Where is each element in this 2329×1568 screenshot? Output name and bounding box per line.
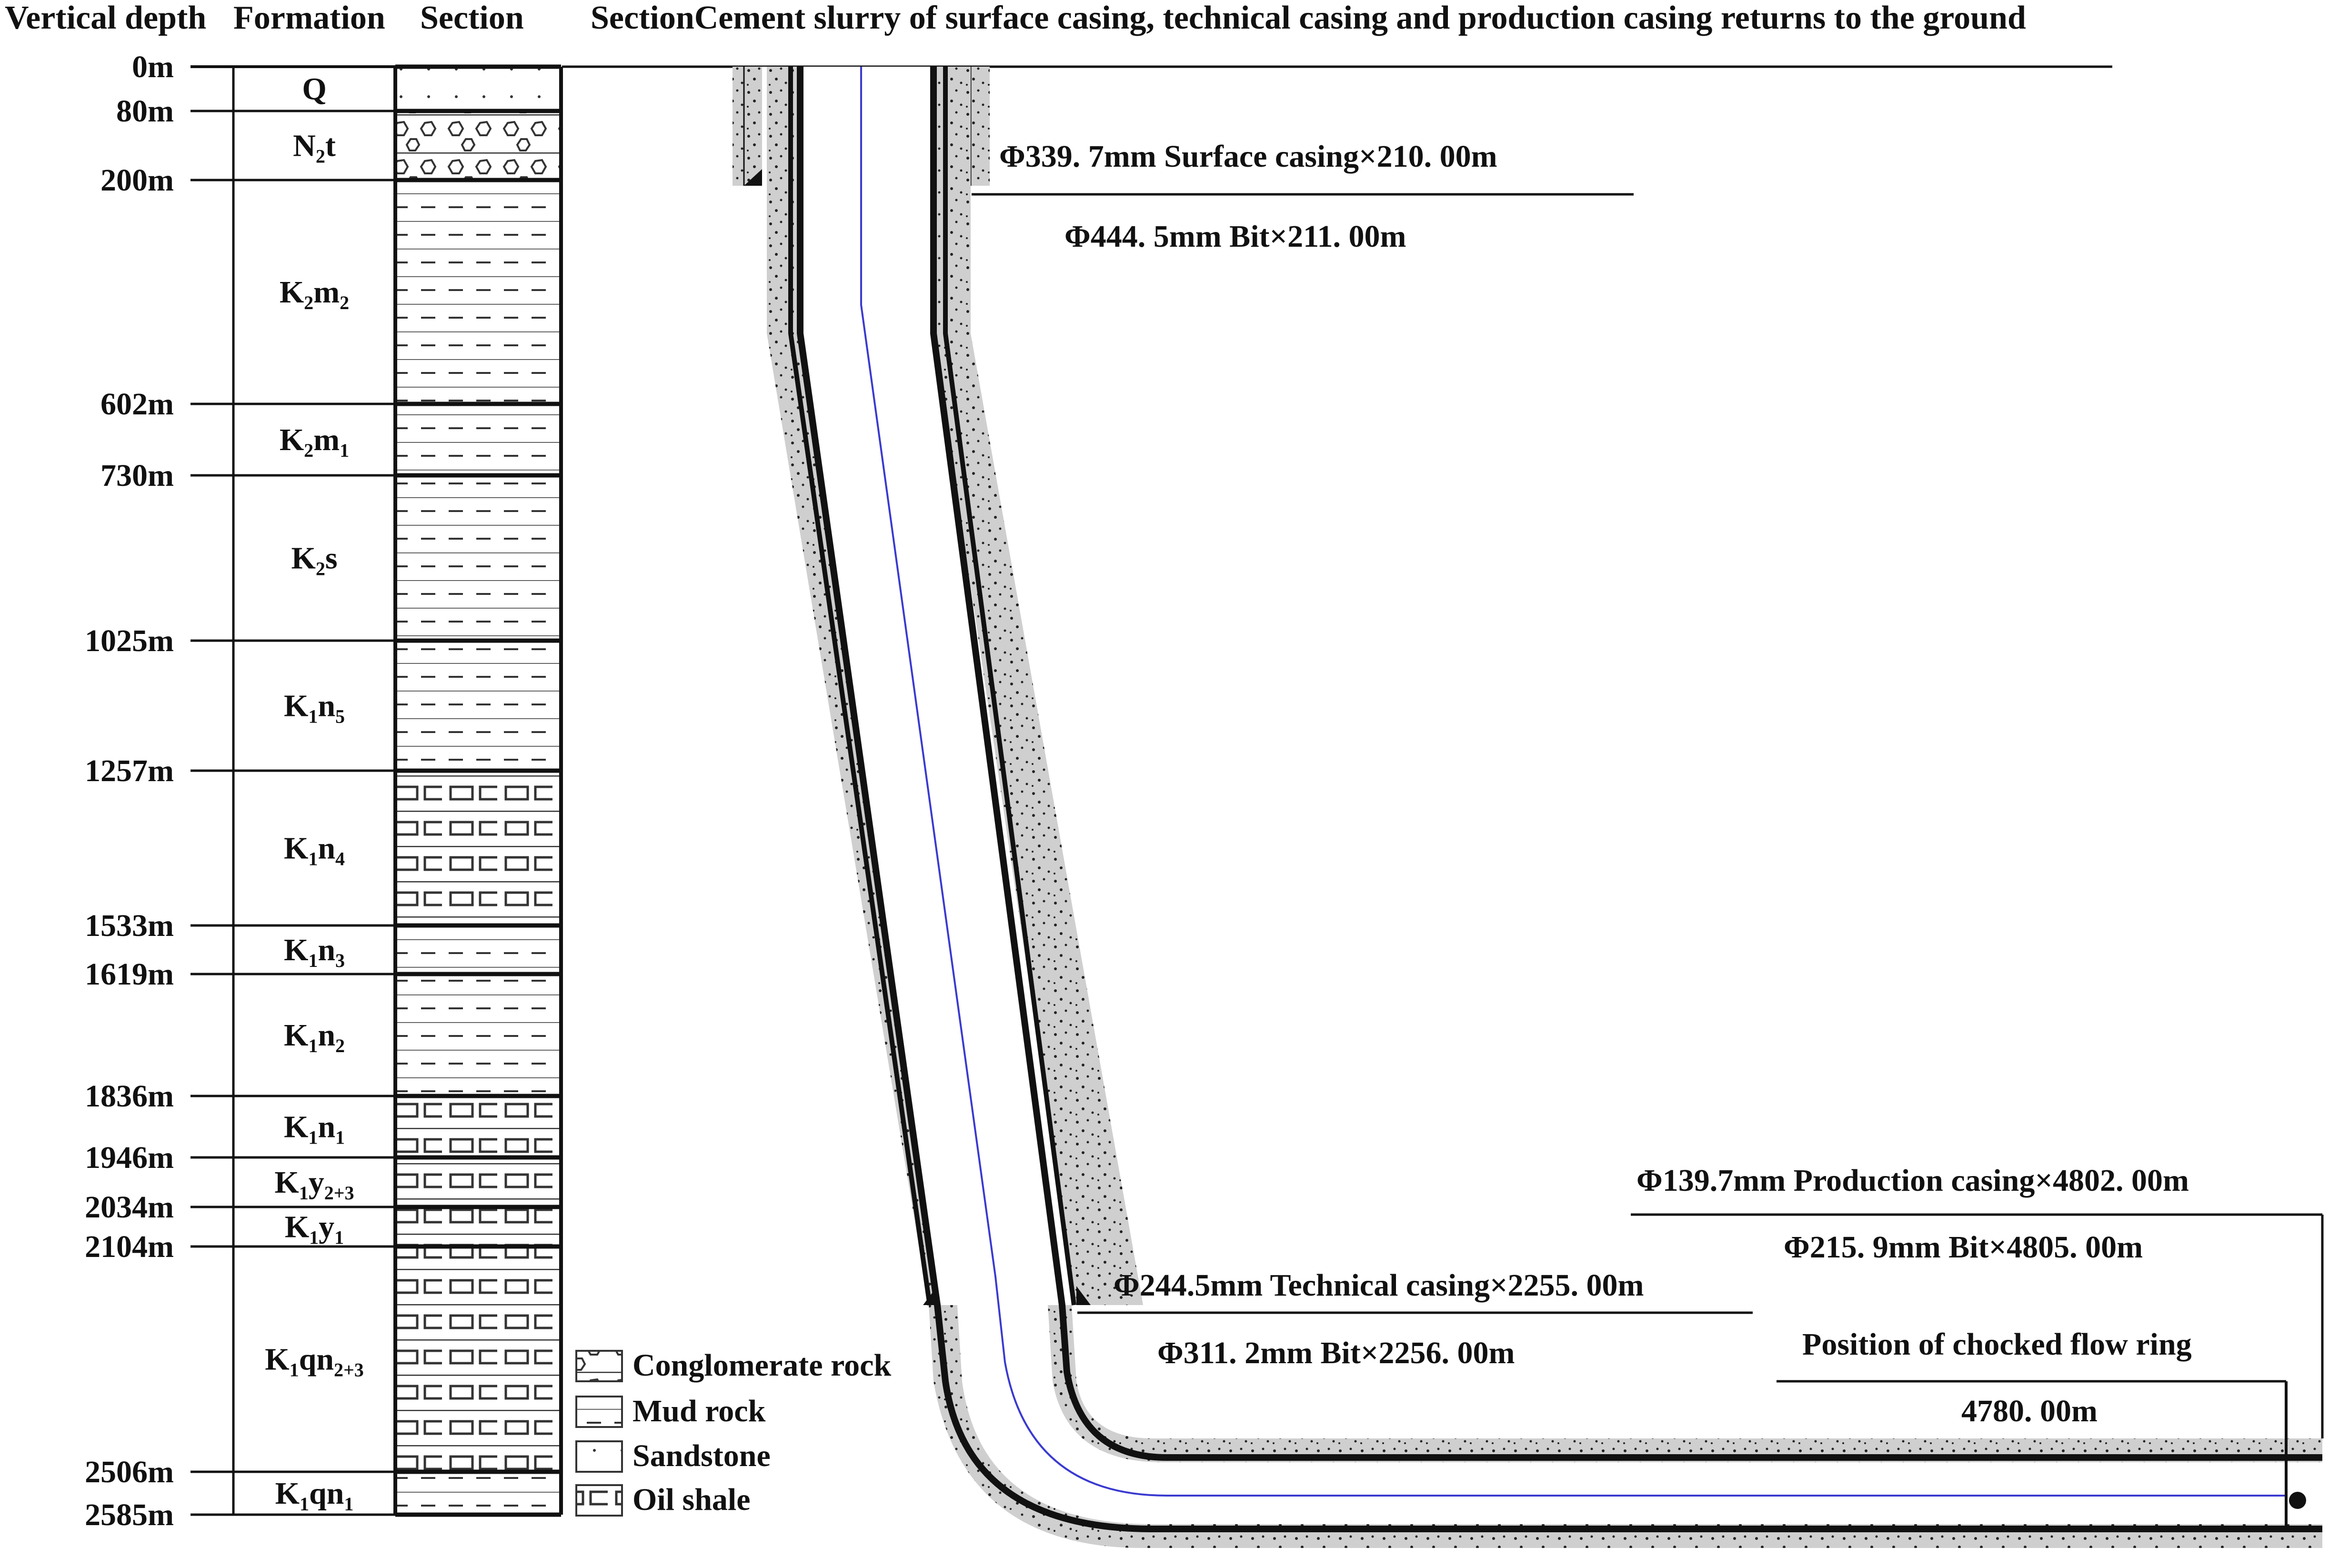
depth-label: 1619m [85, 957, 174, 992]
formation-label: N2t [293, 129, 336, 167]
formation-label: K2m1 [280, 422, 349, 461]
formation-label: Q [302, 72, 326, 107]
depth-label: 602m [100, 387, 174, 422]
depth-label: 1836m [85, 1079, 174, 1114]
depth-label: 2506m [85, 1455, 174, 1489]
legend-label-mud-rock: Mud rock [632, 1394, 766, 1428]
litho-layer [397, 404, 559, 475]
surface-bit-label: Φ444. 5mm Bit×211. 00m [1064, 219, 1406, 254]
choked-flow-ring [2289, 1492, 2306, 1509]
legend-swatch-sandstone [575, 1440, 623, 1473]
litho-layer [397, 475, 559, 641]
legend-conglomerate: Conglomerate rock [575, 1348, 891, 1383]
formation-label: K1n5 [284, 689, 345, 727]
formation-label: K1n2 [284, 1018, 345, 1056]
litho-layer [397, 1246, 559, 1472]
formation-label: K2s [291, 541, 337, 580]
production-casing-inner [957, 1305, 2322, 1524]
header-well-title: SectionCement slurry of surface casing, … [591, 0, 2026, 36]
litho-layer [397, 1207, 559, 1246]
technical-bit-label: Φ311. 2mm Bit×2256. 00m [1157, 1336, 1515, 1370]
litho-layer [397, 641, 559, 771]
legend: Conglomerate rock Mud rock Sandstone Oil… [575, 1348, 891, 1517]
formation-labels: Q N2tK2m2K2m1K2sK1n5K1n4K1n3K1n2K1n1K1y2+… [265, 72, 364, 1515]
litho-layer [397, 111, 559, 180]
depth-lines [191, 64, 561, 1517]
production-casing-left-wall [797, 67, 2322, 1532]
legend-swatch-mud-rock [575, 1396, 623, 1428]
tubing-line [860, 67, 2286, 1497]
production-casing-right-wall [930, 67, 2322, 1461]
depth-label: 1533m [85, 908, 174, 943]
legend-label-sandstone: Sandstone [632, 1438, 771, 1473]
litho-layer [397, 771, 559, 925]
litho-layer [397, 1157, 559, 1207]
header-formation: Formation [233, 0, 385, 36]
production-casing-label: Φ139.7mm Production casing×4802. 00m [1636, 1163, 2189, 1198]
litho-layer [397, 180, 559, 404]
legend-label-conglomerate: Conglomerate rock [632, 1348, 891, 1383]
litho-layer [397, 925, 559, 974]
depth-label: 2585m [85, 1498, 174, 1532]
legend-oil-shale: Oil shale [575, 1482, 751, 1517]
legend-sand: Sandstone [575, 1438, 771, 1473]
depth-label: 200m [100, 163, 174, 198]
depth-label: 1257m [85, 754, 174, 788]
formation-label: K1qn2+3 [265, 1342, 364, 1381]
technical-shoe-right [1076, 1286, 1091, 1305]
technical-casing-left-wall [788, 67, 932, 1306]
formation-label: K1y2+3 [274, 1165, 354, 1204]
technical-casing-label: Φ244.5mm Technical casing×2255. 00m [1114, 1268, 1644, 1303]
depth-label: 1946m [85, 1140, 174, 1175]
litho-layer [397, 1472, 559, 1515]
surface-casing-label: Φ339. 7mm Surface casing×210. 00m [999, 139, 1497, 174]
header-vertical-depth: Vertical depth [5, 0, 206, 36]
depth-label: 80m [116, 94, 174, 129]
technical-casing-inner [800, 67, 1076, 1305]
wellbore [733, 67, 2322, 1548]
lithology-section [397, 67, 559, 1515]
depth-label: 2034m [85, 1190, 174, 1225]
depth-labels: 0m 80m 200m 602m 730m 1025m 1257m 1533m 1619m 183… [85, 50, 174, 1532]
litho-layer [397, 1096, 559, 1157]
legend-swatch-oil-shale [575, 1484, 623, 1517]
litho-layer [397, 67, 559, 111]
depth-label: 0m [132, 50, 174, 84]
legend-swatch-conglomerate [575, 1350, 623, 1382]
annotations: Φ339. 7mm Surface casing×210. 00m Φ444. … [972, 139, 2324, 1438]
production-bit-label: Φ215. 9mm Bit×4805. 00m [1784, 1230, 2143, 1265]
legend-mud: Mud rock [575, 1394, 766, 1428]
legend-label-oil-shale: Oil shale [632, 1482, 751, 1517]
ring-label: Position of chocked flow ring [1802, 1327, 2192, 1362]
depth-label: 2104m [85, 1229, 174, 1264]
formation-label: K2m2 [280, 275, 349, 313]
technical-casing-right-wall [943, 67, 1076, 1306]
header-section: Section [420, 0, 524, 36]
litho-layer [397, 974, 559, 1096]
formation-label: K1n4 [284, 831, 345, 870]
formation-label: K1y1 [285, 1210, 344, 1248]
depth-label: 730m [100, 458, 174, 493]
formation-label: K1n1 [284, 1110, 345, 1148]
ring-depth-label: 4780. 00m [1961, 1394, 2098, 1428]
surface-shoe-left [744, 169, 762, 186]
depth-label: 1025m [85, 623, 174, 658]
formation-label: K1n3 [284, 933, 345, 971]
stratigraphic-column: 0m 80m 200m 602m 730m 1025m 1257m 1533m 1619m 183… [85, 50, 563, 1532]
formation-label: K1qn1 [275, 1476, 354, 1515]
